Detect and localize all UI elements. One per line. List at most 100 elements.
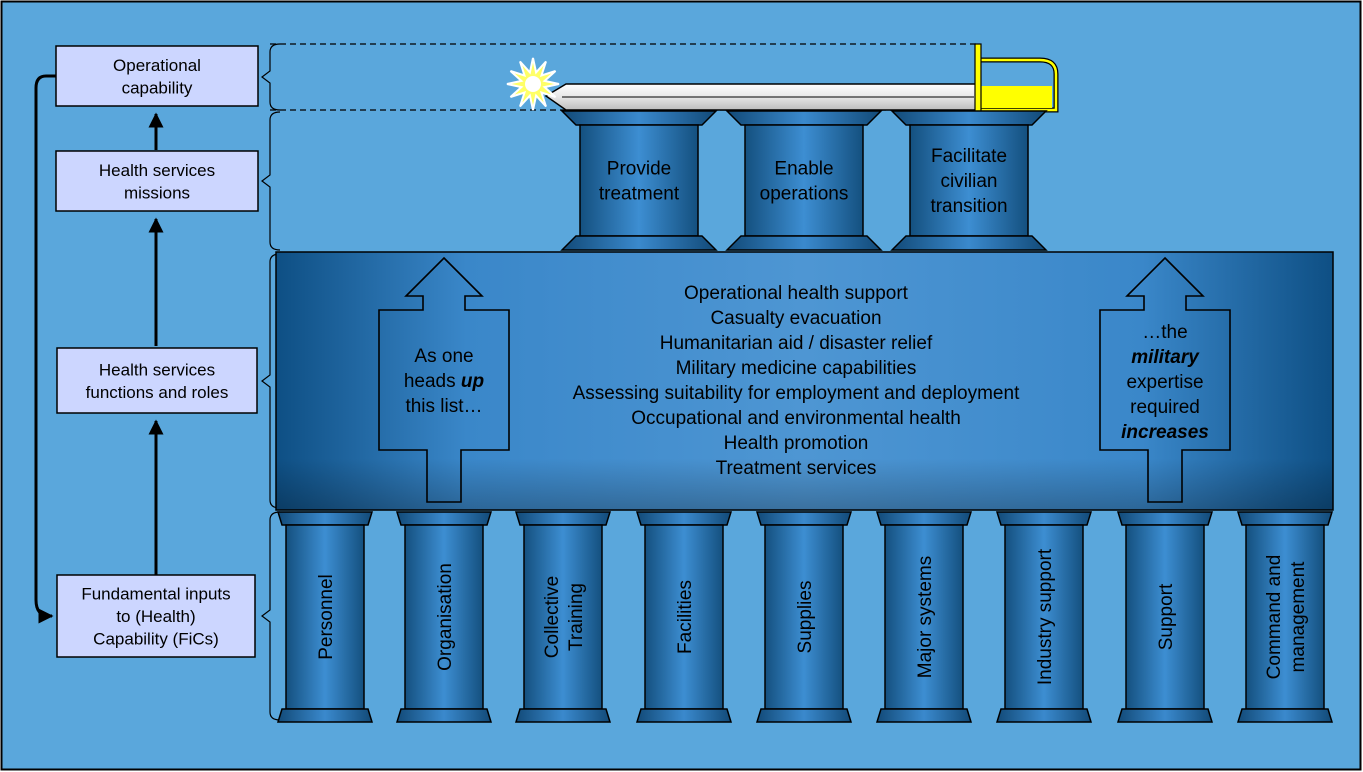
right-arrow-text: military xyxy=(1131,347,1200,368)
left-arrow-text: heads up xyxy=(404,371,484,392)
fic-label: Industry support xyxy=(1035,548,1056,685)
mission-label: transition xyxy=(930,196,1007,217)
column-shaft xyxy=(285,524,365,710)
bracket xyxy=(261,111,281,251)
fic-label: Supplies xyxy=(795,581,816,654)
column-capital xyxy=(1236,511,1334,526)
fic-label: Command and xyxy=(1264,555,1285,680)
fic-pillar: Facilities xyxy=(635,511,733,723)
column-capital xyxy=(725,110,883,126)
bracket xyxy=(261,253,281,509)
fic-label: Major systems xyxy=(915,556,936,678)
function-item: Occupational and environmental health xyxy=(631,408,961,429)
mission-label: Enable xyxy=(774,159,833,180)
function-item: Operational health support xyxy=(684,283,909,304)
column-shaft xyxy=(764,524,844,710)
column-shaft xyxy=(1245,524,1325,710)
right-arrow-text: increases xyxy=(1121,422,1209,443)
spark-core xyxy=(525,76,541,92)
column-base xyxy=(1236,708,1334,723)
column-capital xyxy=(890,110,1048,126)
left-arrow-text: this list… xyxy=(405,396,482,417)
column-shaft xyxy=(644,524,724,710)
up-arrow-left xyxy=(378,256,510,503)
mission-pillar: Provide treatment xyxy=(560,110,718,251)
function-item: Casualty evacuation xyxy=(710,308,881,329)
hierarchy-label: Health services xyxy=(99,161,215,180)
column-shaft xyxy=(1004,524,1084,710)
mission-pillars: ProvidetreatmentEnableoperationsFacilita… xyxy=(560,110,1048,251)
column-base xyxy=(635,708,733,723)
hierarchy-label: Health services xyxy=(99,360,215,379)
fic-pillar: Industry support xyxy=(995,511,1093,723)
hierarchy-box-functions: Health services functions and roles xyxy=(56,347,258,414)
mission-label: civilian xyxy=(940,171,997,192)
mission-label: Provide xyxy=(607,159,671,180)
left-arrow-text: As one xyxy=(414,346,473,367)
column-capital xyxy=(1116,511,1214,526)
feedback-loop-arrow xyxy=(34,74,56,624)
sword-grip xyxy=(980,86,1052,108)
column-base xyxy=(560,235,718,251)
up-arrow-right xyxy=(1099,256,1231,503)
functions-band: As one heads up this list… …the military expe… xyxy=(275,251,1334,511)
hierarchy-label: missions xyxy=(124,183,190,202)
fic-pillar: Major systems xyxy=(875,511,973,723)
mission-label: treatment xyxy=(599,184,680,205)
column-capital xyxy=(395,511,493,526)
column-base xyxy=(755,708,853,723)
hierarchy-label: Fundamental inputs xyxy=(81,585,230,604)
column-shaft xyxy=(1125,524,1205,710)
fic-pillar: Personnel xyxy=(276,511,374,723)
column-capital xyxy=(276,511,374,526)
hierarchy-arrows xyxy=(34,74,164,624)
hierarchy-label: functions and roles xyxy=(86,383,229,402)
column-capital xyxy=(755,511,853,526)
right-arrow-text: …the xyxy=(1142,322,1187,343)
column-shaft xyxy=(884,524,964,710)
bracket xyxy=(261,511,281,721)
column-capital xyxy=(995,511,1093,526)
fic-label: Support xyxy=(1156,583,1177,650)
column-base xyxy=(1116,708,1214,723)
column-shaft xyxy=(744,124,864,237)
fic-pillar: Supplies xyxy=(755,511,853,723)
hierarchy-label: to (Health) xyxy=(116,607,195,626)
function-item: Assessing suitability for employment and… xyxy=(573,383,1020,404)
right-arrow-text: expertise xyxy=(1126,372,1203,393)
fic-label: management xyxy=(1288,561,1309,673)
column-capital xyxy=(560,110,718,126)
fic-label: Organisation xyxy=(435,563,456,671)
mission-label: operations xyxy=(760,184,849,205)
bracket xyxy=(261,43,281,111)
fic-label: Facilities xyxy=(675,580,696,654)
sword-icon xyxy=(506,43,1059,121)
hierarchy-box-operational: Operational capability xyxy=(55,45,259,107)
column-shaft xyxy=(909,124,1029,237)
column-capital xyxy=(514,511,612,526)
column-base xyxy=(890,235,1048,251)
column-base xyxy=(995,708,1093,723)
column-base xyxy=(875,708,973,723)
fic-label: Training xyxy=(566,583,587,651)
right-arrow-text: required xyxy=(1130,397,1200,418)
column-base xyxy=(395,708,493,723)
hierarchy-label: Operational xyxy=(113,56,201,75)
function-item: Humanitarian aid / disaster relief xyxy=(660,333,933,354)
column-shaft xyxy=(579,124,699,237)
hierarchy-box-missions: Health services missions xyxy=(55,150,259,212)
fic-label: Collective xyxy=(542,576,563,658)
hierarchy-box-fics: Fundamental inputs to (Health) Capability … xyxy=(56,574,256,658)
column-base xyxy=(276,708,374,723)
sword-crossguard xyxy=(974,43,982,121)
hierarchy-label: Capability (FiCs) xyxy=(93,630,219,649)
fic-label: Personnel xyxy=(316,574,337,660)
function-item: Treatment services xyxy=(716,458,877,479)
hierarchy-label: capability xyxy=(122,78,193,97)
column-base xyxy=(514,708,612,723)
column-capital xyxy=(875,511,973,526)
